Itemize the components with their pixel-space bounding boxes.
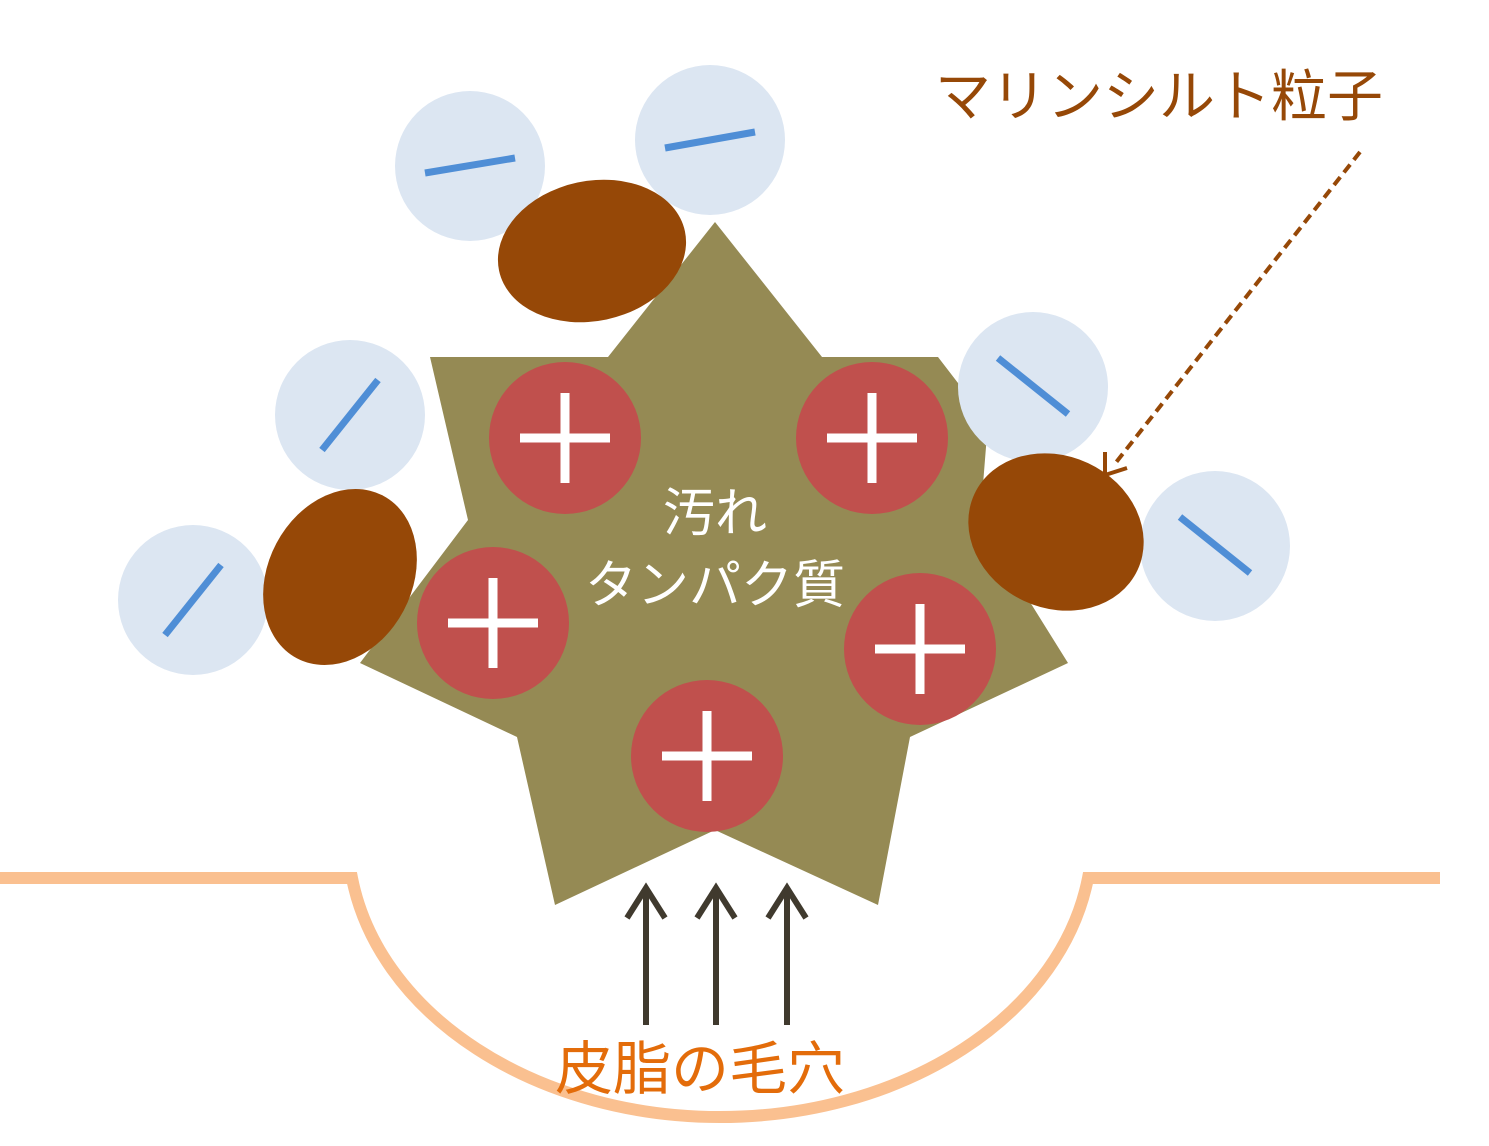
positive-charge <box>844 573 996 725</box>
up-arrow <box>694 882 738 1025</box>
dirt-label-line1: 汚れ <box>662 484 767 544</box>
negative-charge <box>275 340 425 490</box>
positive-charge <box>489 362 641 514</box>
negative-charge-group <box>118 65 1290 675</box>
marine-silt-particle <box>263 489 417 665</box>
upward-arrows <box>624 882 809 1025</box>
positive-charge <box>796 362 948 514</box>
positive-charge <box>417 547 569 699</box>
dirt-label-line2: タンパク質 <box>584 556 845 616</box>
sebum-pore-label: 皮脂の毛穴 <box>555 1035 846 1103</box>
positive-charge-group <box>417 362 996 832</box>
negative-charge <box>395 91 545 241</box>
up-arrow <box>765 882 809 1025</box>
negative-charge <box>958 312 1108 462</box>
pore-outline <box>0 872 1440 1124</box>
particle-pointer <box>1103 150 1362 478</box>
marine-silt-particle <box>968 453 1144 611</box>
negative-charge <box>635 65 785 215</box>
negative-charge <box>1140 471 1290 621</box>
particle-group <box>263 179 1144 665</box>
marine-silt-particle <box>497 179 687 323</box>
marine-silt-particle-label: マリンシルト粒子 <box>935 65 1383 130</box>
negative-charge <box>118 525 268 675</box>
up-arrow <box>624 882 668 1025</box>
dirt-protein-label: 汚れ タンパク質 <box>560 478 870 622</box>
positive-charge <box>631 680 783 832</box>
